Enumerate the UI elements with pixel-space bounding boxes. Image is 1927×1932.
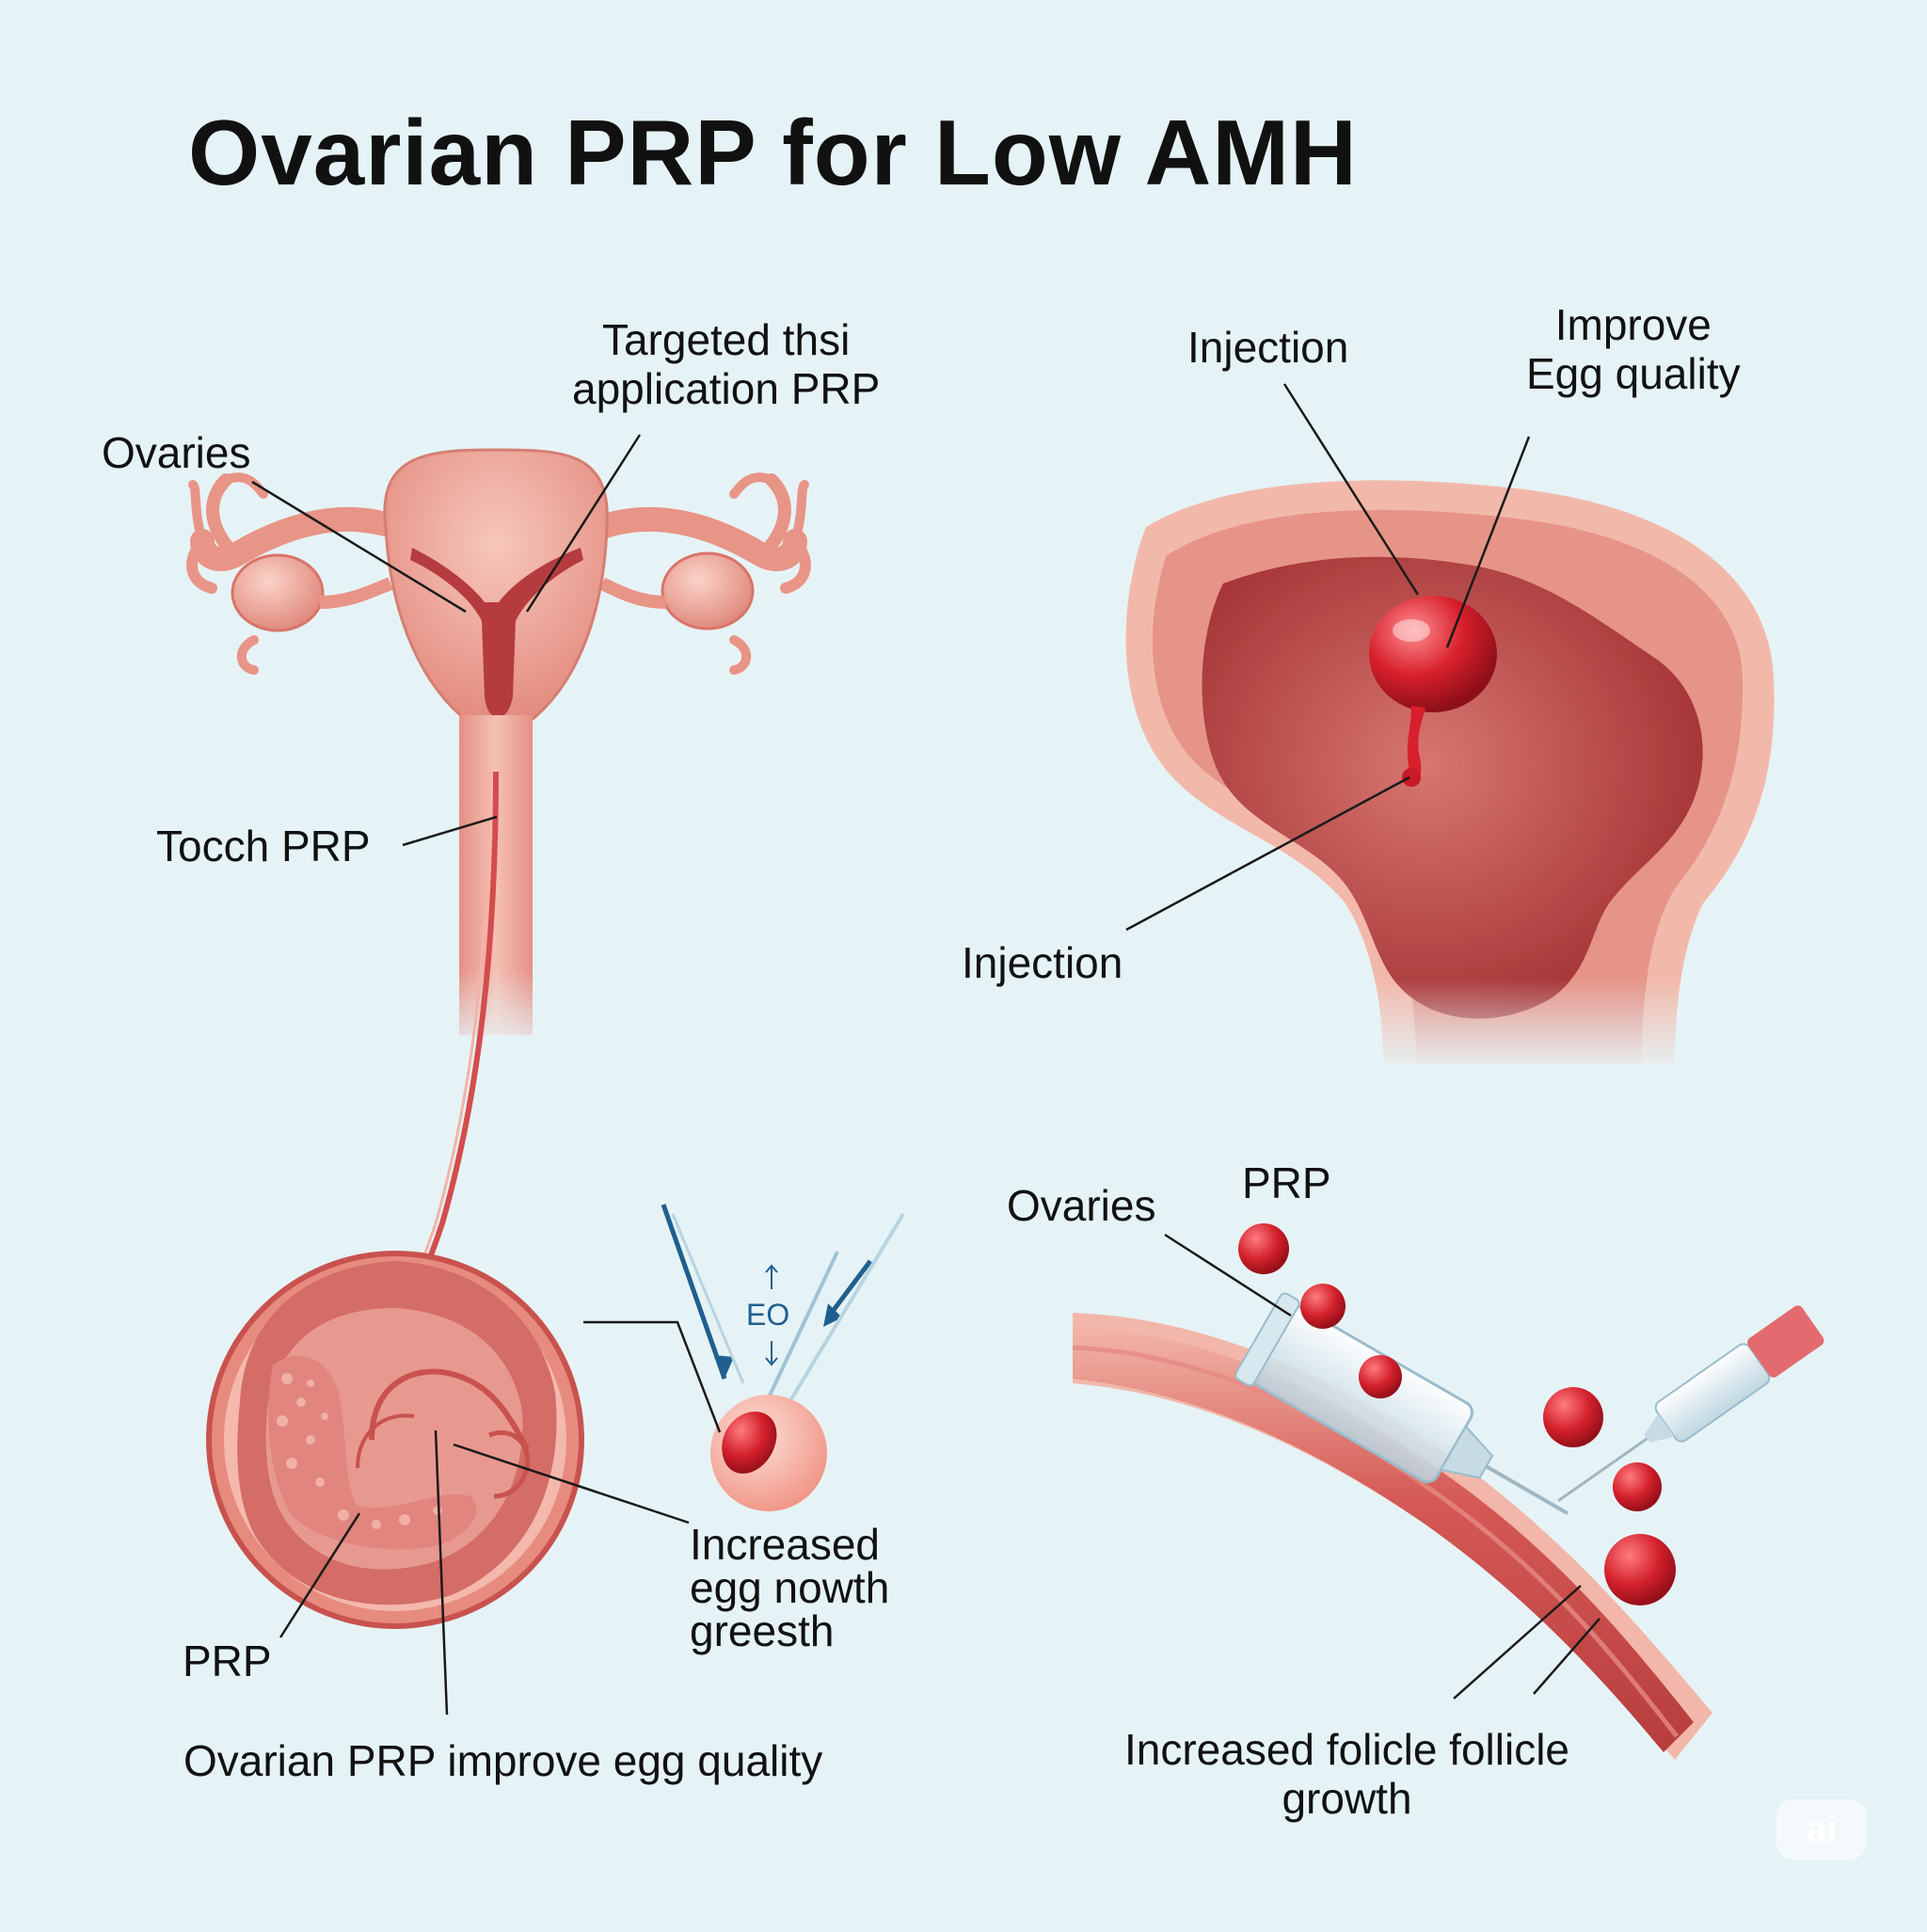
label-improve-egg-quality: Improve Egg quality xyxy=(1526,300,1741,398)
label-targeted-application: Targeted thsi application PRP xyxy=(572,315,881,413)
prp-ball xyxy=(1359,1355,1402,1398)
ovary-closeup-interior xyxy=(1202,556,1703,1019)
diagram-title: Ovarian PRP for Low AMH xyxy=(188,101,1358,204)
vessel-illustration xyxy=(1072,1223,1824,1760)
label-increased-follicle: Increased folicle follicle growth xyxy=(1124,1725,1570,1823)
label-prp-bottom-right: PRP xyxy=(1242,1158,1331,1207)
label-tocch-prp: Tocch PRP xyxy=(156,822,371,870)
prp-ball xyxy=(1238,1223,1289,1274)
left-ovary xyxy=(231,553,325,632)
right-ovary xyxy=(661,551,755,631)
label-ovarian-prp-improve: Ovarian PRP improve egg quality xyxy=(183,1736,823,1785)
small-syringe xyxy=(1557,1305,1824,1502)
uterus-illustration xyxy=(186,448,811,1054)
label-injection-mid: Injection xyxy=(962,938,1123,987)
watermark-badge: ai xyxy=(1776,1799,1867,1860)
label-ovaries-bottom: Ovaries xyxy=(1007,1181,1156,1230)
prp-ball xyxy=(1300,1284,1346,1329)
large-syringe xyxy=(1234,1292,1569,1515)
label-prp-bottom-left: PRP xyxy=(183,1637,272,1685)
left-fallopian-tube xyxy=(190,506,407,571)
label-increased-egg: Increased egg nowth greesth xyxy=(690,1520,890,1655)
uterus-body xyxy=(383,448,609,722)
uterine-cavity xyxy=(410,548,583,718)
egg-injection-detail xyxy=(661,1204,905,1511)
prp-ball xyxy=(1604,1534,1676,1605)
vessel-body xyxy=(1073,1327,1694,1752)
leader-lines xyxy=(251,383,1601,1716)
label-ovaries-top: Ovaries xyxy=(102,428,251,477)
ovary-closeup xyxy=(1125,480,1775,1073)
ovary-cross-section xyxy=(206,1251,584,1629)
prp-ball xyxy=(1543,1387,1603,1447)
prp-ball xyxy=(1613,1462,1662,1511)
right-fallopian-tube xyxy=(590,506,807,571)
label-eo: EO xyxy=(746,1298,790,1332)
label-injection-top: Injection xyxy=(1187,323,1349,372)
